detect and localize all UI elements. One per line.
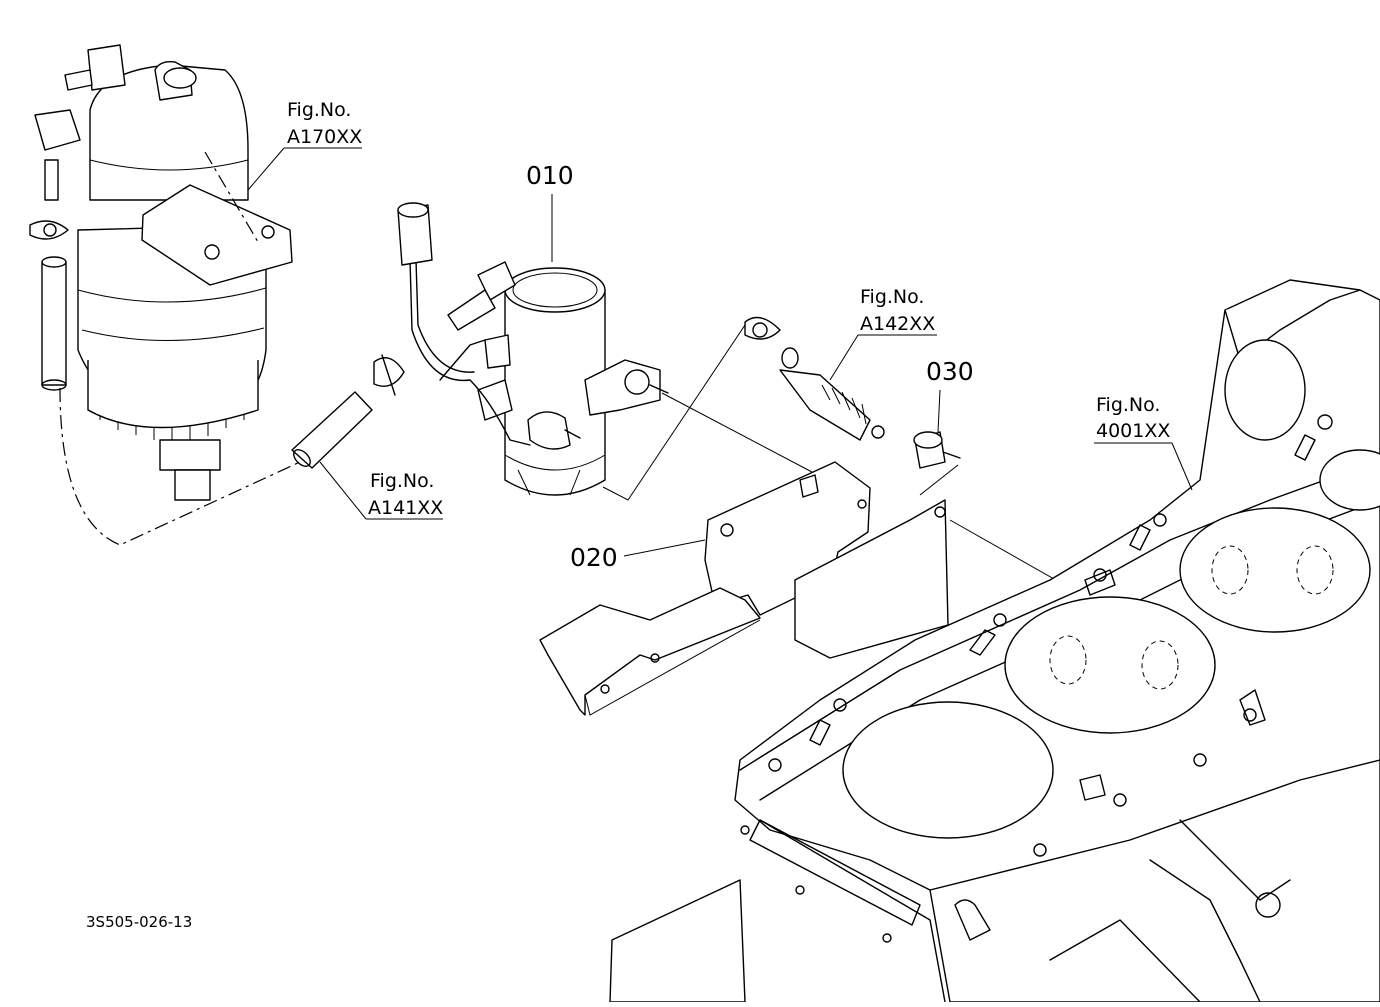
part-number-010: 010 <box>526 161 574 190</box>
callout-fig-4001-line2: 4001XX <box>1096 420 1170 442</box>
callout-fig-a142: Fig.No. A142XX <box>829 286 937 381</box>
callout-fig-a142-line1: Fig.No. <box>860 286 924 308</box>
hose <box>291 391 373 469</box>
callout-fig-a170-line2: A170XX <box>287 126 362 148</box>
part-label-020: 020 <box>570 539 706 572</box>
callout-fig-a141: Fig.No. A141XX <box>319 461 443 520</box>
part-label-030: 030 <box>926 357 974 433</box>
bolt-030 <box>913 431 961 469</box>
fuel-filter-assembly <box>29 44 293 501</box>
callout-fig-a141-line2: A141XX <box>368 497 443 519</box>
part-number-020: 020 <box>570 543 618 572</box>
callout-fig-a170-line1: Fig.No. <box>287 99 351 121</box>
engine-block <box>609 279 1380 1003</box>
spring-clip-assembly <box>744 316 885 441</box>
callout-fig-4001: Fig.No. 4001XX <box>1094 394 1193 491</box>
callout-fig-4001-line1: Fig.No. <box>1096 394 1160 416</box>
callout-fig-a170: Fig.No. A170XX <box>247 99 362 191</box>
drawing-code: 3S505-026-13 <box>86 913 192 931</box>
callout-fig-a142-line2: A142XX <box>860 313 935 335</box>
part-label-010: 010 <box>526 161 574 262</box>
callout-fig-a141-line1: Fig.No. <box>370 470 434 492</box>
hose-clip <box>373 354 405 396</box>
bracket-020 <box>539 461 949 716</box>
part-number-030: 030 <box>926 357 974 386</box>
fuel-pump-010 <box>397 202 669 496</box>
